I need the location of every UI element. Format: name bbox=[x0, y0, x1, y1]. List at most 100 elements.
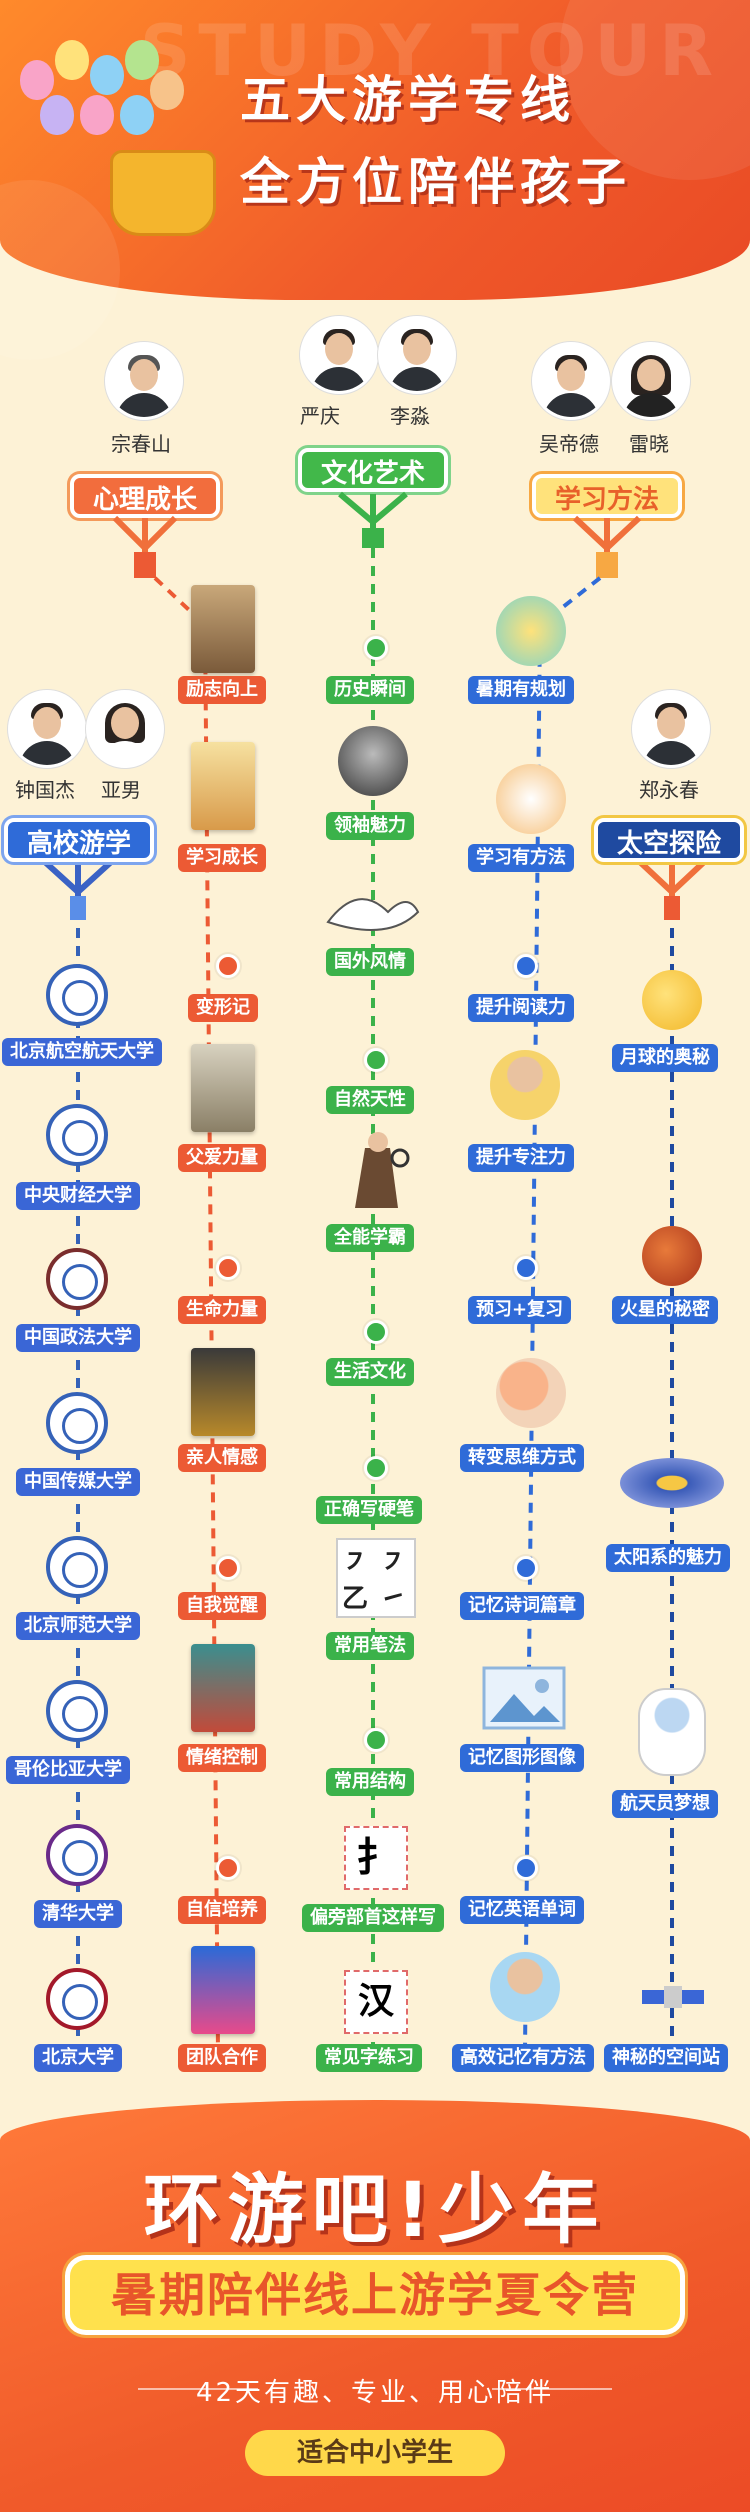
avatar-yanan bbox=[86, 690, 164, 768]
method-item: 暑期有规划 bbox=[468, 676, 574, 704]
university-logo-icon bbox=[46, 964, 108, 1026]
psych-item: 励志向上 bbox=[178, 676, 266, 704]
title-line-1: 五大游学专线 bbox=[240, 71, 576, 129]
mars-icon bbox=[642, 1226, 702, 1286]
timeline-dot bbox=[216, 1856, 240, 1880]
art-item: 常用笔法 bbox=[326, 1632, 414, 1660]
timeline-dot bbox=[364, 1048, 388, 1072]
method-item: 记忆英语单词 bbox=[460, 1896, 584, 1924]
reading-girl-icon bbox=[490, 1050, 560, 1120]
branch-art: 文化艺术 bbox=[298, 448, 448, 492]
timeline-dot bbox=[514, 954, 538, 978]
art-item: 常用结构 bbox=[326, 1768, 414, 1796]
teacher-name: 李淼 bbox=[390, 404, 430, 428]
avatar-wu bbox=[532, 342, 610, 420]
method-item: 提升阅读力 bbox=[468, 994, 574, 1022]
detective-icon bbox=[355, 1132, 410, 1208]
divider-line bbox=[138, 2388, 258, 2390]
stroke-glyph: 乙 bbox=[342, 1584, 369, 1614]
movie-poster-image bbox=[191, 1348, 255, 1436]
slogan: 环游吧!少年 bbox=[143, 2165, 607, 2254]
method-item: 预习+复习 bbox=[468, 1296, 572, 1324]
art-item: 正确写硬笔 bbox=[316, 1496, 422, 1524]
movie-poster-image bbox=[191, 1044, 255, 1132]
lightbulb-icon bbox=[496, 596, 566, 666]
timeline-dot bbox=[364, 1728, 388, 1752]
method-item: 记忆诗词篇章 bbox=[460, 1592, 584, 1620]
psych-item: 情绪控制 bbox=[178, 1744, 266, 1772]
teacher-name: 吴帝德 bbox=[539, 432, 599, 456]
avatar-yan bbox=[300, 316, 378, 394]
art-item: 全能学霸 bbox=[326, 1224, 414, 1252]
art-item: 历史瞬间 bbox=[326, 676, 414, 704]
space-station-icon bbox=[642, 1986, 704, 2008]
art-item: 国外风情 bbox=[326, 948, 414, 976]
branch-space: 太空探险 bbox=[594, 818, 744, 862]
uni-item: 中国政法大学 bbox=[16, 1324, 140, 1352]
uni-item: 哥伦比亚大学 bbox=[6, 1756, 130, 1784]
method-item: 学习有方法 bbox=[468, 844, 574, 872]
art-item: 偏旁部首这样写 bbox=[302, 1904, 444, 1932]
uni-item: 中国传媒大学 bbox=[16, 1468, 140, 1496]
char-glyph: 汉 bbox=[344, 1970, 408, 2034]
timeline-dot bbox=[364, 636, 388, 660]
header: STUDY TOUR 五大游学专线 全方位陪伴孩子 bbox=[0, 0, 750, 360]
art-item: 生活文化 bbox=[326, 1358, 414, 1386]
space-item: 航天员梦想 bbox=[612, 1790, 718, 1818]
watermark-text: STUDY TOUR bbox=[140, 10, 722, 92]
timeline-dot bbox=[216, 1556, 240, 1580]
connector-lines bbox=[42, 491, 707, 2051]
timeline-dot bbox=[514, 1556, 538, 1580]
space-item: 神秘的空间站 bbox=[604, 2044, 728, 2072]
timeline-dot bbox=[364, 1456, 388, 1480]
method-item: 高效记忆有方法 bbox=[452, 2044, 594, 2072]
solar-system-icon bbox=[620, 1458, 724, 1508]
divider-line bbox=[492, 2388, 612, 2390]
timeline-dot bbox=[364, 1320, 388, 1344]
teacher-name: 亚男 bbox=[101, 778, 141, 802]
space-item: 太阳系的魅力 bbox=[606, 1544, 730, 1572]
psych-item: 团队合作 bbox=[178, 2044, 266, 2072]
teacher-name: 宗春山 bbox=[111, 432, 171, 456]
uni-item: 清华大学 bbox=[34, 1900, 122, 1928]
teacher-name: 郑永春 bbox=[639, 778, 699, 802]
art-item: 常见字练习 bbox=[316, 2044, 422, 2072]
astronaut-icon bbox=[638, 1688, 706, 1776]
balloon-basket-icon bbox=[110, 150, 216, 236]
teacher-name: 雷晓 bbox=[629, 432, 669, 456]
avatar-zheng bbox=[632, 690, 710, 768]
method-item: 记忆图形图像 bbox=[460, 1744, 584, 1772]
movie-poster-image bbox=[191, 1644, 255, 1732]
tagline: 42天有趣、专业、用心陪伴 bbox=[195, 2378, 555, 2408]
portrait-icon bbox=[338, 726, 408, 796]
timeline-dot bbox=[216, 1256, 240, 1280]
art-item: 领袖魅力 bbox=[326, 812, 414, 840]
avatar-li bbox=[378, 316, 456, 394]
uni-item: 中央财经大学 bbox=[16, 1182, 140, 1210]
method-item: 转变思维方式 bbox=[460, 1444, 584, 1472]
moon-icon bbox=[642, 970, 702, 1030]
method-item: 提升专注力 bbox=[468, 1144, 574, 1172]
university-logo-icon bbox=[46, 1680, 108, 1742]
timeline-dot bbox=[216, 954, 240, 978]
avatar-lei bbox=[612, 342, 690, 420]
psych-item: 父爱力量 bbox=[178, 1144, 266, 1172]
book-cover-image bbox=[191, 742, 255, 830]
teacher-name: 钟国杰 bbox=[15, 778, 75, 802]
radical-glyph: 扌 bbox=[344, 1826, 408, 1890]
university-logo-icon bbox=[46, 1968, 108, 2030]
university-logo-icon bbox=[46, 1104, 108, 1166]
university-logo-icon bbox=[46, 1392, 108, 1454]
timeline-dot bbox=[514, 1256, 538, 1280]
footer: 环游吧!少年 暑期陪伴线上游学夏令营 42天有趣、专业、用心陪伴 适合中小学生 bbox=[0, 2100, 750, 2512]
stroke-glyph: ㇇ bbox=[380, 1548, 407, 1578]
branch-psych: 心理成长 bbox=[70, 474, 220, 518]
stroke-glyph: ㇇ bbox=[342, 1548, 369, 1578]
university-logo-icon bbox=[46, 1824, 108, 1886]
book-cover-image bbox=[191, 585, 255, 673]
audience-badge: 适合中小学生 bbox=[245, 2430, 505, 2476]
title-line-2: 全方位陪伴孩子 bbox=[240, 153, 632, 211]
university-logo-icon bbox=[46, 1536, 108, 1598]
uni-item: 北京大学 bbox=[34, 2044, 122, 2072]
